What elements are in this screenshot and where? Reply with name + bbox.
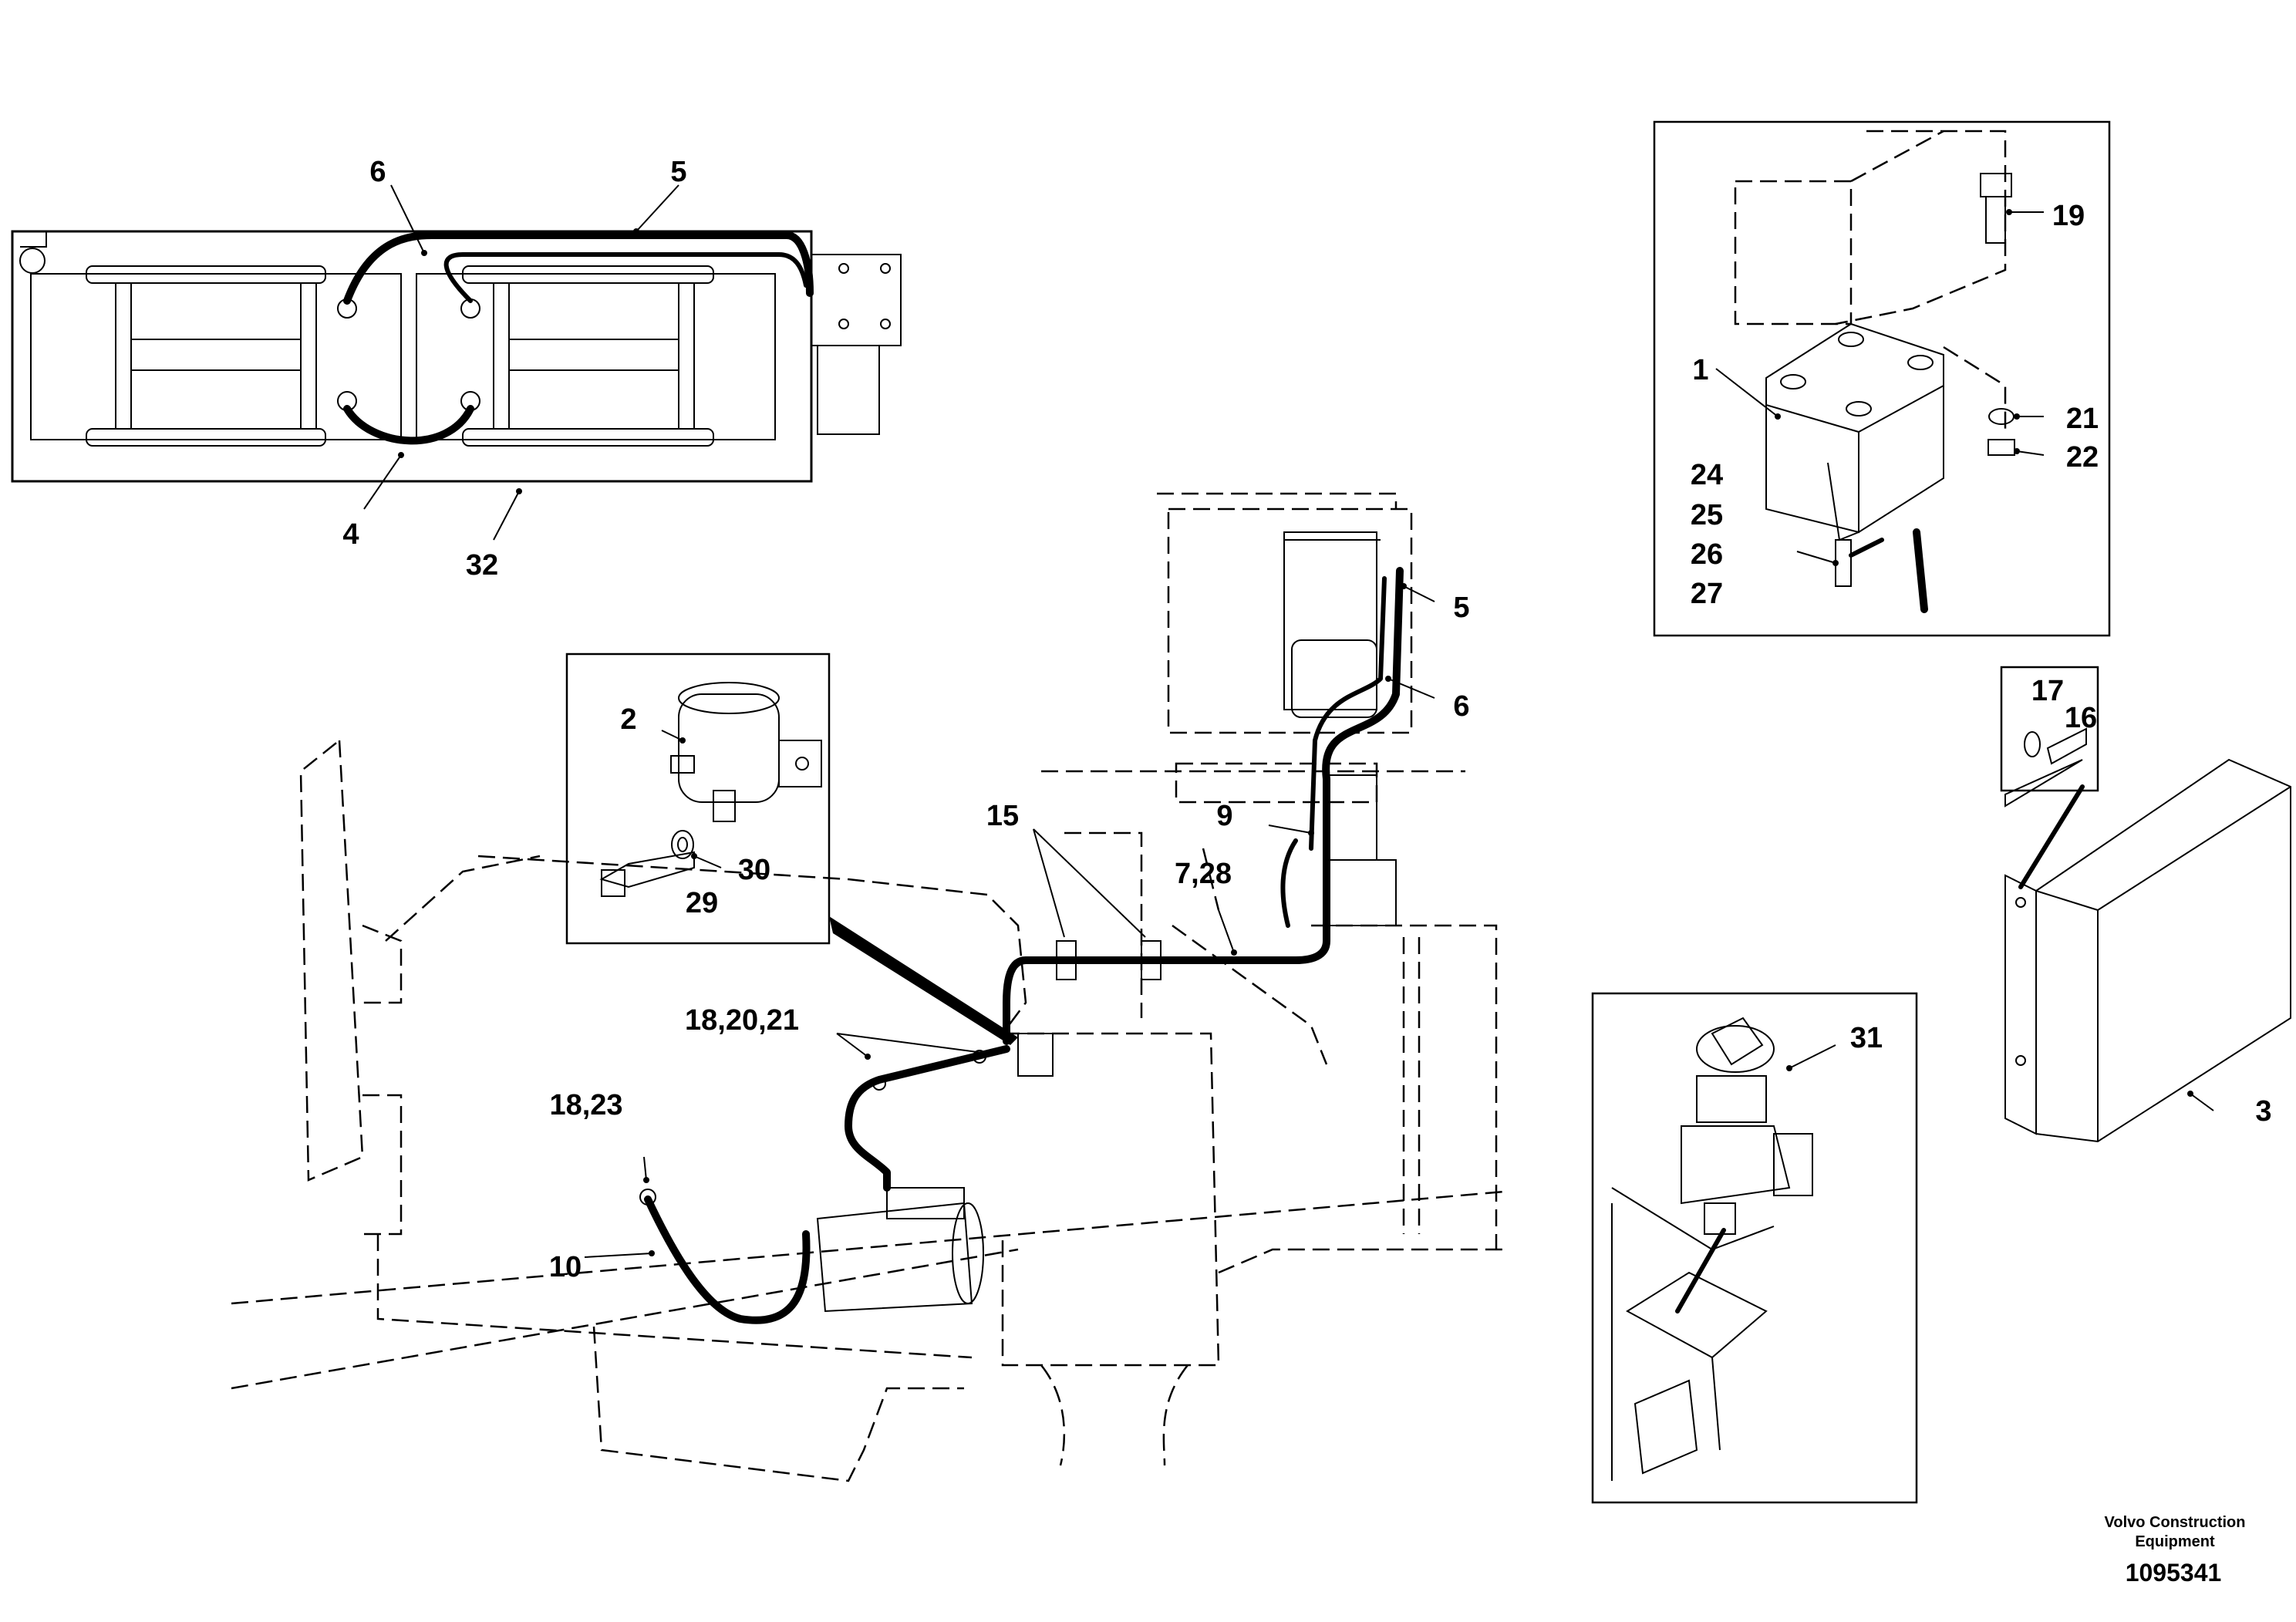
callout-5-mid: 5	[1453, 592, 1469, 624]
callout-32: 32	[466, 549, 498, 582]
callout-31: 31	[1850, 1022, 1883, 1054]
callout-16: 16	[2065, 702, 2097, 734]
callout-25: 25	[1691, 499, 1723, 531]
brand-line-1: Volvo Construction	[2105, 1514, 2246, 1531]
callout-24: 24	[1691, 459, 1723, 491]
footer: Volvo Construction Equipment 1095341	[2105, 1514, 2246, 1587]
callout-2: 2	[620, 703, 636, 736]
electrical-box	[2004, 758, 2291, 1143]
document-number: 1095341	[2126, 1559, 2222, 1587]
callout-15: 15	[986, 800, 1019, 832]
callout-29: 29	[686, 887, 718, 919]
callout-30: 30	[738, 854, 770, 886]
callout-26: 26	[1691, 538, 1723, 571]
callout-18-23: 18,23	[549, 1089, 622, 1121]
callout-27: 27	[1691, 578, 1723, 610]
callout-18-20-21: 18,20,21	[685, 1004, 799, 1037]
disconnect-mount-inset	[1653, 120, 2111, 637]
callout-4: 4	[342, 518, 359, 551]
callouts: 6 5 4 32 2 30 29 15 7,28 9 5 6 18,20,21 …	[342, 156, 2271, 1283]
callout-22: 22	[2066, 441, 2099, 474]
battery-box-view	[11, 184, 902, 541]
callout-6-top: 6	[369, 156, 386, 188]
callout-3: 3	[2255, 1095, 2271, 1128]
callout-7-28: 7,28	[1175, 858, 1232, 890]
screw-washer-inset	[2000, 666, 2099, 808]
callout-19: 19	[2052, 200, 2085, 232]
callout-6-mid: 6	[1453, 690, 1469, 723]
callout-1: 1	[1692, 354, 1708, 386]
callout-9: 9	[1216, 800, 1232, 832]
master-switch-inset	[1591, 992, 1918, 1504]
callout-10: 10	[549, 1251, 582, 1283]
callout-5-top: 5	[670, 156, 686, 188]
callout-17: 17	[2031, 675, 2064, 707]
solenoid-detail-inset	[565, 653, 831, 945]
machine-outline	[231, 492, 1505, 1482]
brand-line-2: Equipment	[2135, 1533, 2215, 1550]
callout-21: 21	[2066, 403, 2099, 435]
